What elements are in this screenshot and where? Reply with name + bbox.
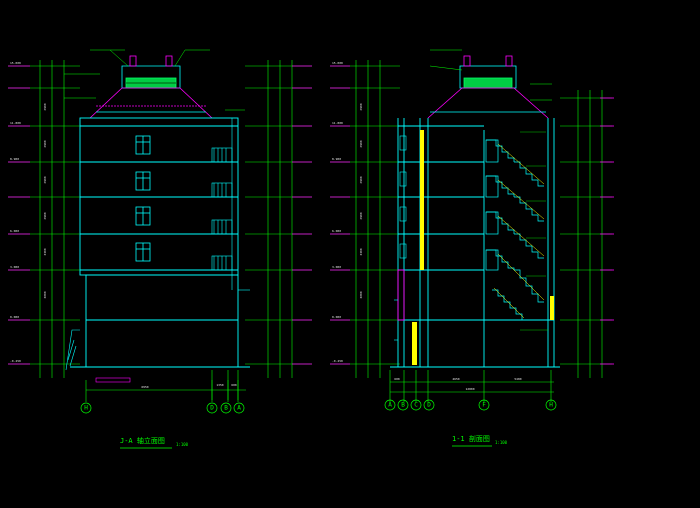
right-elevation-5: 0.000 (332, 315, 341, 319)
right-section-dimension-column (330, 60, 400, 378)
right-elevation-3: 6.000 (332, 229, 341, 233)
right-section-grid-bubbles (384, 399, 557, 411)
left-elevation-ground-hatch (65, 329, 80, 371)
right-elevation-6: -0.450 (332, 359, 343, 363)
right-floor-height-2: 2900 (359, 176, 363, 183)
right-view-title: 1-1 剖面图 (452, 434, 490, 443)
right-elevation-2: 8.900 (332, 157, 341, 161)
right-elevation-1: 11.800 (332, 121, 343, 125)
right-grid-label-1: B (401, 402, 405, 409)
left-floor-height-5: 3000 (43, 291, 47, 298)
right-overall-dim-0: 600 (394, 377, 400, 381)
right-section-stair-handrails (493, 143, 545, 319)
right-view-scale: 1:100 (495, 440, 508, 445)
right-grid-label-0: A (388, 402, 392, 409)
left-overall-dim-0: 6950 (141, 385, 148, 389)
right-floor-height-3: 2900 (359, 212, 363, 219)
left-elevation-right-dimension-column (245, 60, 312, 378)
right-overall-dim-3: 12800 (465, 387, 474, 391)
right-section-openings (394, 135, 407, 341)
right-grid-label-5: H (549, 402, 553, 409)
left-grid-label-3: A (237, 405, 241, 412)
left-elevation-grid-bubbles (80, 402, 245, 414)
left-elevation-view: H D B A 6950 1350 600 2900 2900 2900 290… (8, 49, 312, 449)
right-section-right-level-markers (600, 97, 614, 365)
left-grid-label-2: B (224, 405, 228, 412)
right-grid-label-2: C (414, 402, 418, 409)
right-floor-height-1: 2900 (359, 140, 363, 147)
left-overall-dim-1: 1350 (216, 383, 223, 387)
left-grid-label-0: H (84, 405, 88, 412)
left-grid-label-1: D (210, 405, 214, 412)
right-overall-dim-2: 5480 (514, 377, 521, 381)
left-view-scale: 1:100 (176, 442, 189, 447)
left-elevation-balconies (211, 118, 250, 291)
left-elevation-facade (70, 117, 250, 368)
right-section-highlight-columns (412, 130, 554, 365)
left-floor-height-4: 3300 (43, 248, 47, 255)
left-overall-dim-2: 600 (231, 383, 237, 387)
right-section-roof-leaders (429, 49, 552, 101)
left-floor-height-1: 2900 (43, 140, 47, 147)
left-elevation-windows (135, 135, 151, 262)
left-elevation-bottom-dimensions (85, 370, 246, 402)
left-elevation-4: 3.000 (10, 265, 19, 269)
left-elevation-1: 11.800 (10, 121, 21, 125)
right-section-level-markers (330, 65, 350, 365)
right-section-stairs (485, 139, 544, 320)
left-floor-height-0: 2900 (43, 103, 47, 110)
right-elevation-0: 15.000 (332, 61, 343, 65)
left-view-title: J-A 轴立面图 (120, 436, 165, 445)
left-elevation-roof-leaders (64, 49, 245, 111)
right-floor-height-4: 3300 (359, 248, 363, 255)
right-grid-label-4: F (482, 402, 486, 409)
right-elevation-4: 3.000 (332, 265, 341, 269)
right-section-stair-leaders (520, 131, 548, 331)
right-section-roof (427, 55, 549, 119)
left-elevation-right-level-markers (292, 65, 312, 365)
right-floor-height-5: 3000 (359, 291, 363, 298)
right-section-bottom-dimensions (389, 370, 554, 402)
right-grid-label-3: D (427, 402, 431, 409)
left-elevation-0: 15.000 (10, 61, 21, 65)
left-elevation-6: -0.450 (10, 359, 21, 363)
left-elevation-level-markers (8, 65, 30, 365)
right-overall-dim-1: 4650 (452, 377, 459, 381)
right-floor-height-0: 2900 (359, 103, 363, 110)
right-section-view: A B C D F H 600 4650 5480 12800 2900 290… (330, 49, 614, 447)
left-elevation-3: 6.000 (10, 229, 19, 233)
left-elevation-roof (89, 55, 213, 119)
left-floor-height-2: 2900 (43, 176, 47, 183)
left-elevation-5: 0.000 (10, 315, 19, 319)
left-elevation-2: 8.900 (10, 157, 19, 161)
left-floor-height-3: 2900 (43, 212, 47, 219)
right-section-right-dimension-column (560, 90, 612, 378)
right-section-walls (390, 118, 560, 368)
